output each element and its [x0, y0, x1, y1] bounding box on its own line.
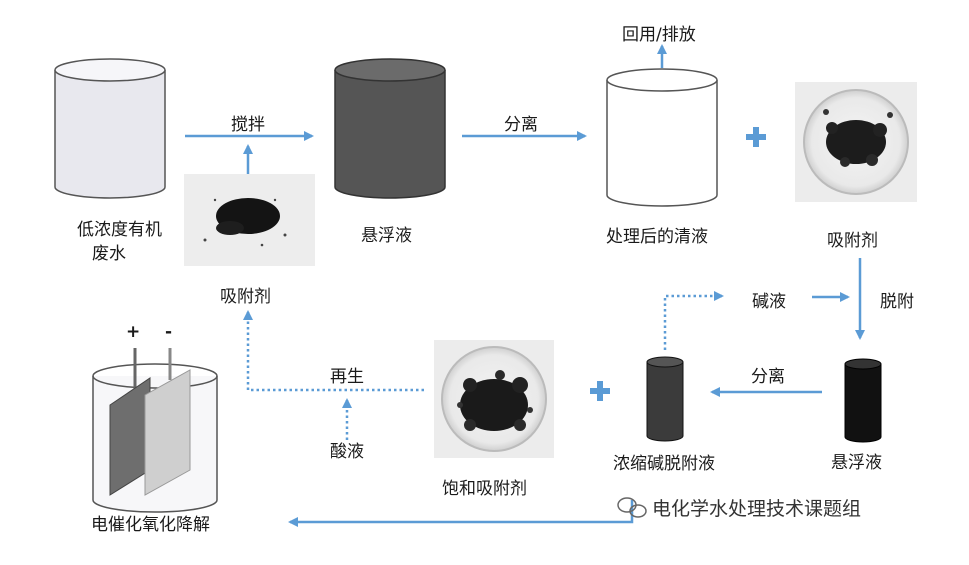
wechat-icon	[617, 497, 647, 518]
acid-label: 酸液	[330, 442, 364, 462]
wastewater-beaker	[54, 58, 166, 199]
concentrate-label: 浓缩碱脱附液	[613, 454, 715, 474]
adsorbent-left-label: 吸附剂	[220, 287, 271, 307]
plus-sign-top	[746, 127, 766, 147]
concentrate-beaker	[646, 356, 684, 442]
regenerate-label: 再生	[330, 367, 364, 387]
adsorbent-right-label: 吸附剂	[827, 231, 878, 251]
adsorbent-dish-right	[795, 82, 917, 202]
clear-liquid-beaker	[606, 68, 718, 207]
electro-label: 电催化氧化降解	[91, 515, 210, 535]
wastewater-label-line2: 废水	[92, 244, 126, 264]
adsorbent-powder-photo	[184, 174, 315, 266]
watermark-text: 电化学水处理技术课题组	[652, 498, 862, 520]
electrochemical-cell	[92, 348, 218, 513]
saturated-label: 饱和吸附剂	[442, 479, 527, 499]
stir-label: 搅拌	[231, 115, 265, 135]
desorb-label: 脱附	[880, 292, 914, 312]
separate-bottom-label: 分离	[751, 367, 785, 387]
dotted-arrows	[243, 291, 724, 440]
suspension-bottom-label: 悬浮液	[831, 453, 882, 473]
clear-liquid-label: 处理后的清液	[606, 227, 708, 247]
saturated-adsorbent-dish	[434, 340, 554, 458]
plus-terminal-label: +	[126, 322, 141, 342]
minus-terminal-label: -	[165, 322, 173, 342]
suspension-top-label: 悬浮液	[361, 226, 412, 246]
reuse-label: 回用/排放	[622, 25, 696, 45]
wastewater-label: 低浓度有机	[77, 220, 162, 240]
suspension-beaker-top	[334, 58, 446, 199]
alkali-label: 碱液	[752, 292, 786, 312]
separate-top-label: 分离	[504, 115, 538, 135]
plus-sign-bottom	[590, 381, 610, 401]
suspension-beaker-bottom	[844, 358, 882, 443]
